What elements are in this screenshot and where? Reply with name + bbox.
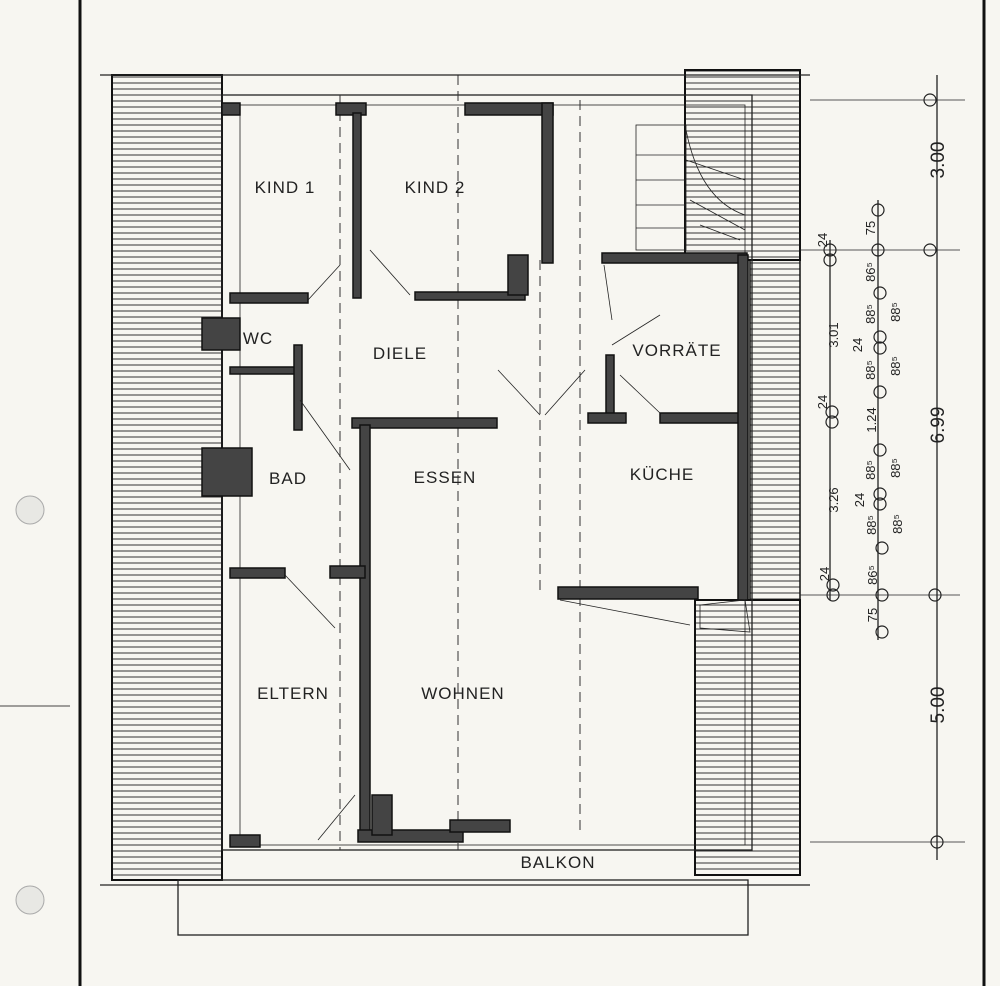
dim-3-01: 3.01 — [826, 322, 841, 347]
dim-a: 24 — [852, 493, 867, 507]
room-labels: KIND 1 KIND 2 WC DIELE VORRÄTE BAD ESSEN… — [243, 178, 721, 872]
punch-hole — [15, 885, 45, 915]
dim-a: 88⁵ — [863, 304, 878, 324]
dim-a: 24 — [850, 338, 865, 352]
room-label-kueche: KÜCHE — [630, 465, 695, 484]
staircase — [635, 124, 751, 633]
dim-b: 88⁵ — [888, 458, 903, 478]
dim-a: 86⁵ — [865, 565, 880, 585]
dim-b: 88⁵ — [890, 514, 905, 534]
dim-a: 88⁵ — [863, 360, 878, 380]
room-label-vorraete: VORRÄTE — [632, 341, 721, 360]
door-swings — [284, 249, 691, 841]
dimension-lines — [800, 75, 965, 860]
dim-b: 88⁵ — [888, 356, 903, 376]
dim-a: 88⁵ — [863, 460, 878, 480]
dim-6-99: 6.99 — [928, 407, 949, 444]
room-label-kind2: KIND 2 — [405, 178, 466, 197]
dim-3-00: 3.00 — [928, 142, 949, 179]
punch-hole — [15, 495, 45, 525]
dim-a: 86⁵ — [863, 262, 878, 282]
dim-3-26: 3.26 — [826, 487, 841, 512]
room-label-wohnen: WOHNEN — [421, 684, 504, 703]
dim-b: 88⁵ — [888, 302, 903, 322]
room-label-bad: BAD — [269, 469, 307, 488]
dim-24: 24 — [817, 567, 832, 581]
room-label-balkon: BALKON — [521, 853, 596, 872]
room-label-wc: WC — [243, 329, 273, 348]
room-label-essen: ESSEN — [414, 468, 477, 487]
room-label-kind1: KIND 1 — [255, 178, 316, 197]
dim-24: 24 — [815, 395, 830, 409]
dimension-texts: 3.00 6.99 5.00 3.01 3.26 24 24 24 75 86⁵… — [815, 142, 949, 724]
dim-24: 24 — [815, 233, 830, 247]
room-label-eltern: ELTERN — [257, 684, 329, 703]
dim-a: 88⁵ — [864, 515, 879, 535]
roof-right — [684, 69, 801, 876]
walls — [201, 102, 749, 848]
room-label-diele: DIELE — [373, 344, 427, 363]
dim-a: 75 — [865, 608, 880, 622]
dim-a: 75 — [863, 221, 878, 235]
dim-5-00: 5.00 — [928, 687, 949, 724]
dim-a: 1.24 — [864, 407, 879, 432]
